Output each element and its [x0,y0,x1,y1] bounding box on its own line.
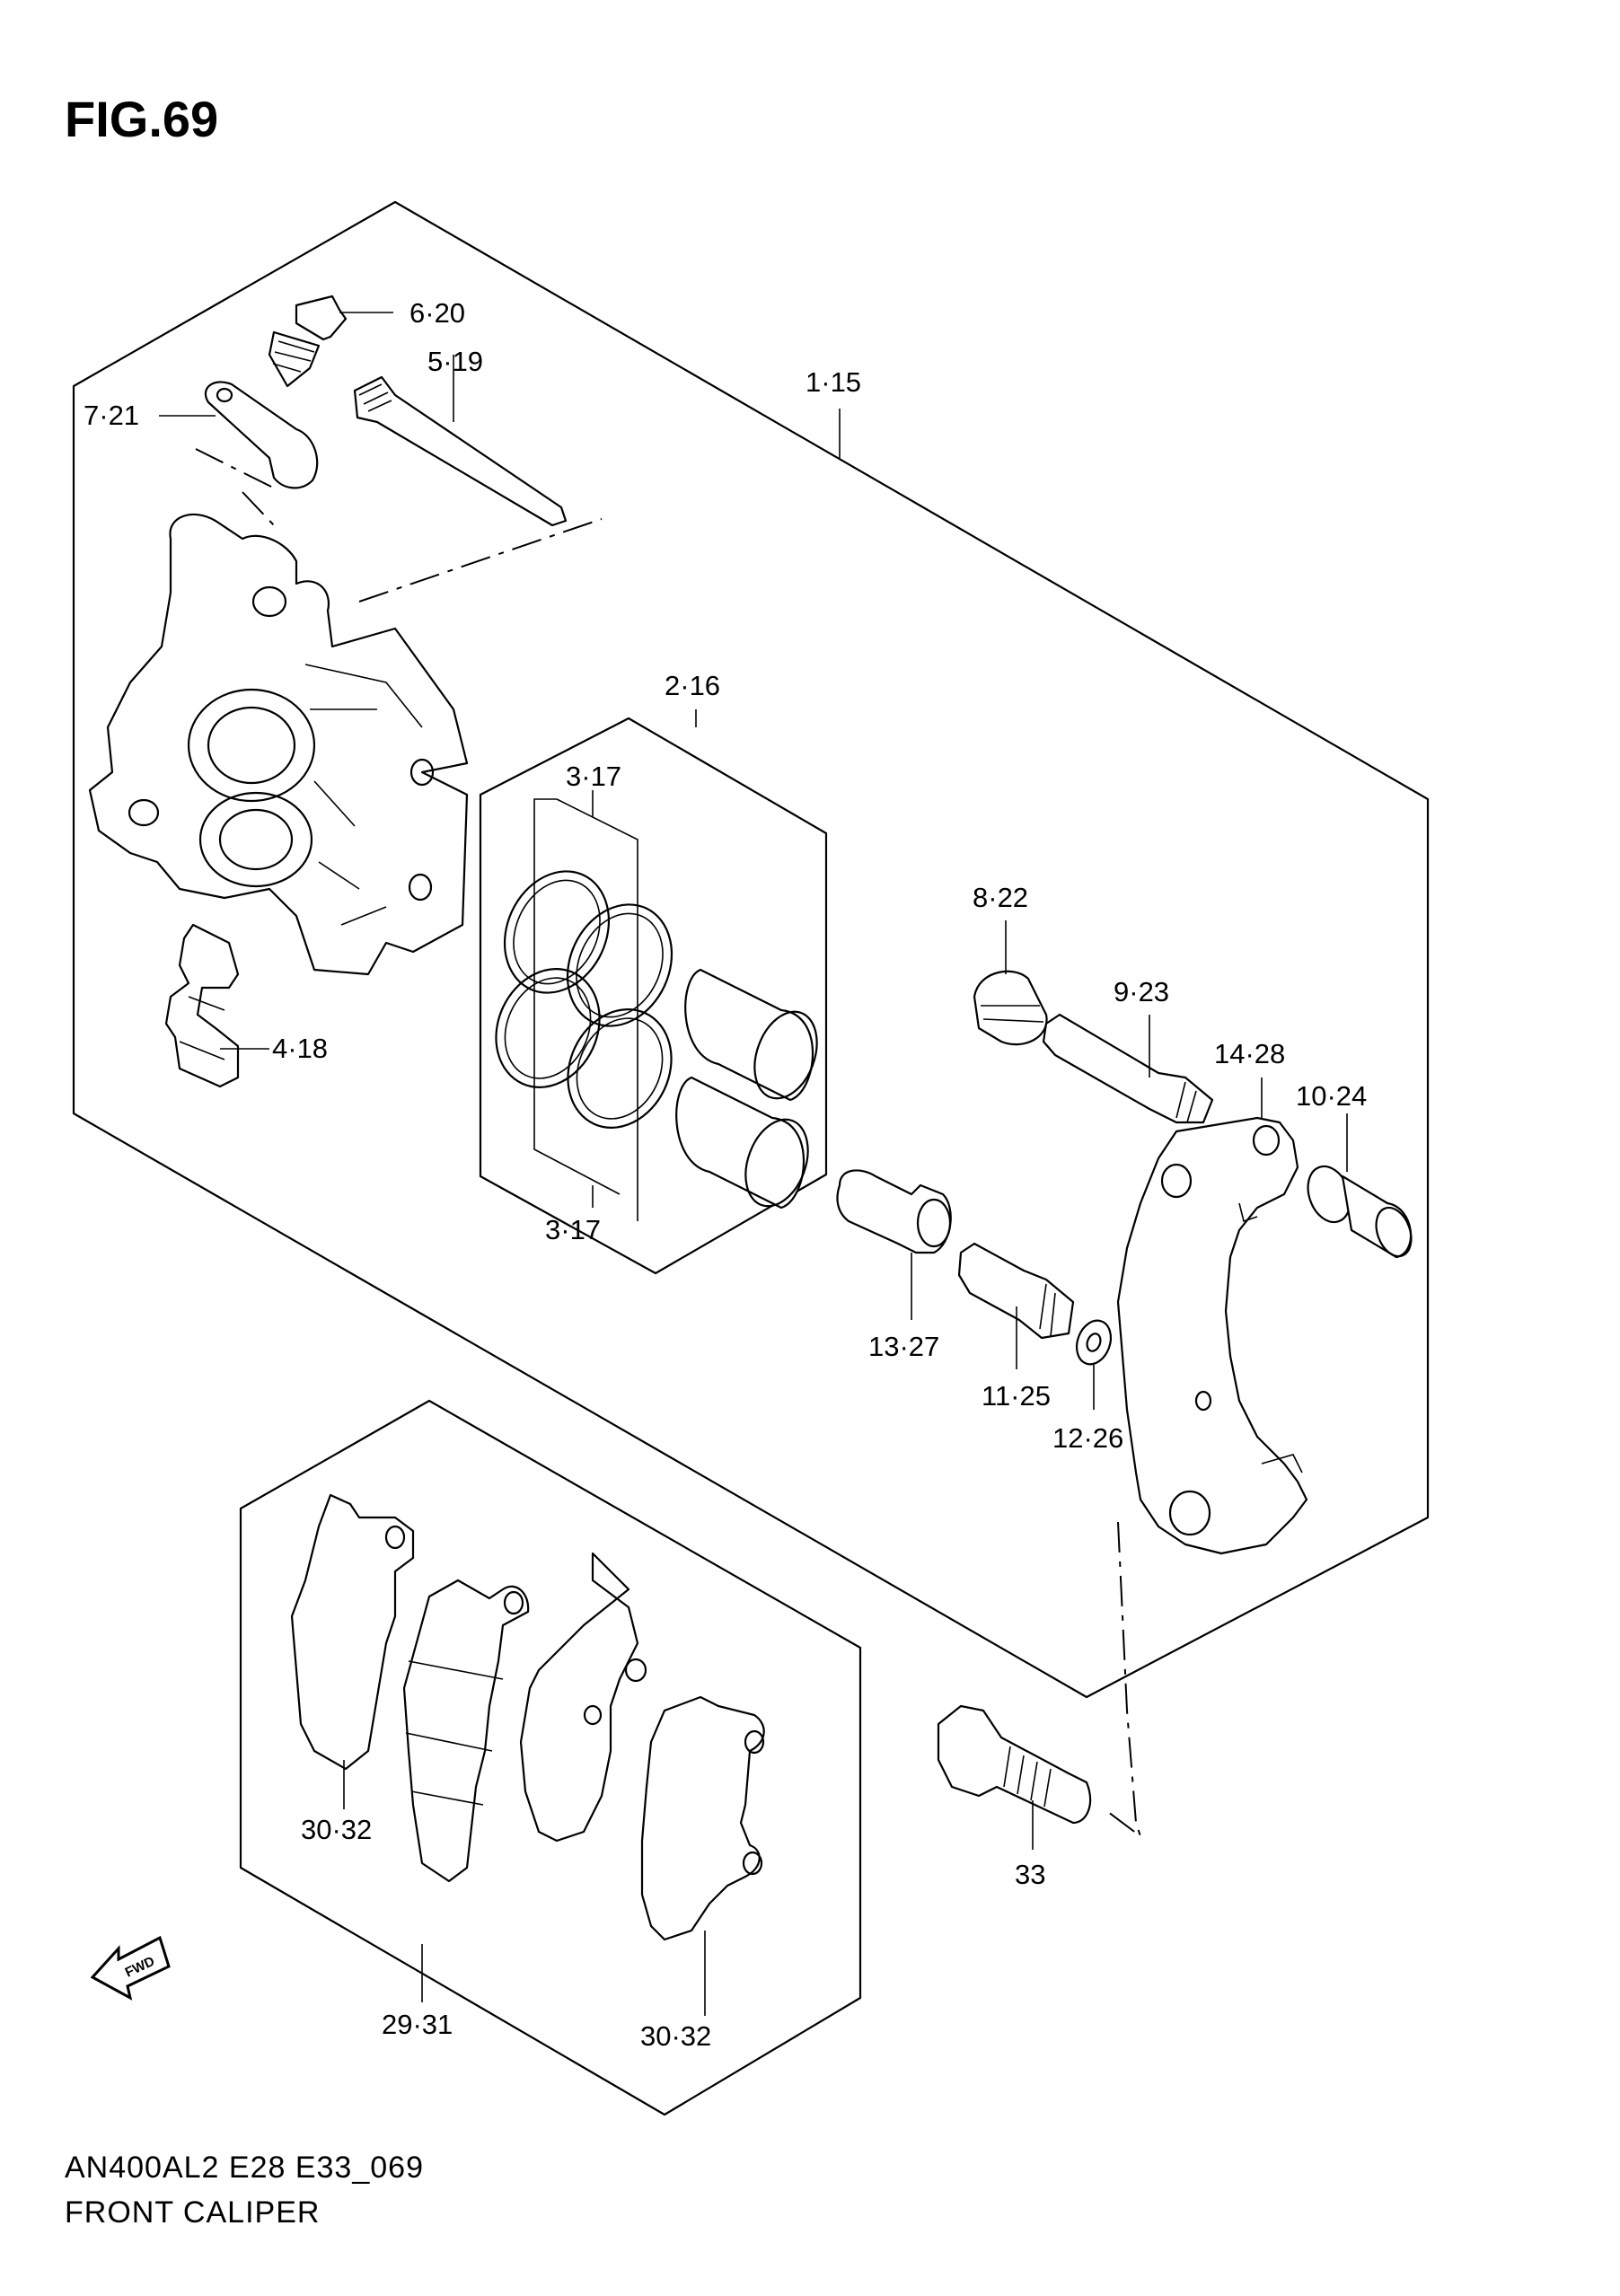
brake-pad-icon [290,1493,765,1941]
callout-11-25: 11·25 [982,1380,1051,1412]
callout-10-24: 10·24 [1296,1080,1367,1112]
callout-7-21: 7·21 [84,400,139,431]
callout-30-32-right: 30·32 [640,2020,711,2052]
callout-14-28: 14·28 [1214,1038,1285,1069]
pad-spring-icon [164,923,240,1088]
bleeder-cap-icon [204,381,319,489]
callout-3-17-bottom: 3·17 [545,1214,601,1245]
callout-3-17-top: 3·17 [566,761,621,792]
callout-29-31: 29·31 [382,2009,453,2040]
sleeve-icon [836,1169,952,1254]
callout-2-16: 2·16 [665,670,720,701]
mounting-bolt-icon [937,1704,1091,1825]
callout-9-23: 9·23 [1114,976,1169,1007]
piston-icon [675,968,818,1210]
washer-icon [1075,1319,1113,1366]
callout-13-27: 13·27 [868,1331,939,1362]
caliper-body-icon [88,513,469,976]
callout-1-15: 1·15 [806,366,861,398]
callout-33: 33 [1015,1859,1045,1890]
callout-30-32-left: 30·32 [301,1814,372,1845]
slide-pin-icon [353,375,568,527]
diagram-name: FRONT CALIPER [65,2195,321,2230]
callout-8-22: 8·22 [973,882,1028,913]
caliper-bracket-icon [1116,1116,1308,1555]
pad-set-outline [239,1399,862,2116]
callout-12-26: 12·26 [1052,1422,1123,1454]
dust-boot-icon [973,970,1048,1046]
pin-bolt-upper-icon [1042,1013,1214,1124]
callout-5-19: 5·19 [427,346,483,377]
piston-seal-group-outline [479,717,828,1275]
callout-4-18: 4·18 [272,1033,328,1064]
bleeder-screw-icon [268,295,348,388]
caliper-assembly-outline [72,200,1430,1699]
callout-6-20: 6·20 [409,297,465,329]
pin-icon [1307,1165,1413,1259]
figure-title: FIG.69 [65,91,219,147]
pin-bolt-lower-icon [957,1242,1075,1340]
fwd-arrow-icon: FWD [90,1935,171,2001]
piston-seal-icon [495,798,674,1221]
diagram-code: AN400AL2 E28 E33_069 [65,2151,424,2185]
